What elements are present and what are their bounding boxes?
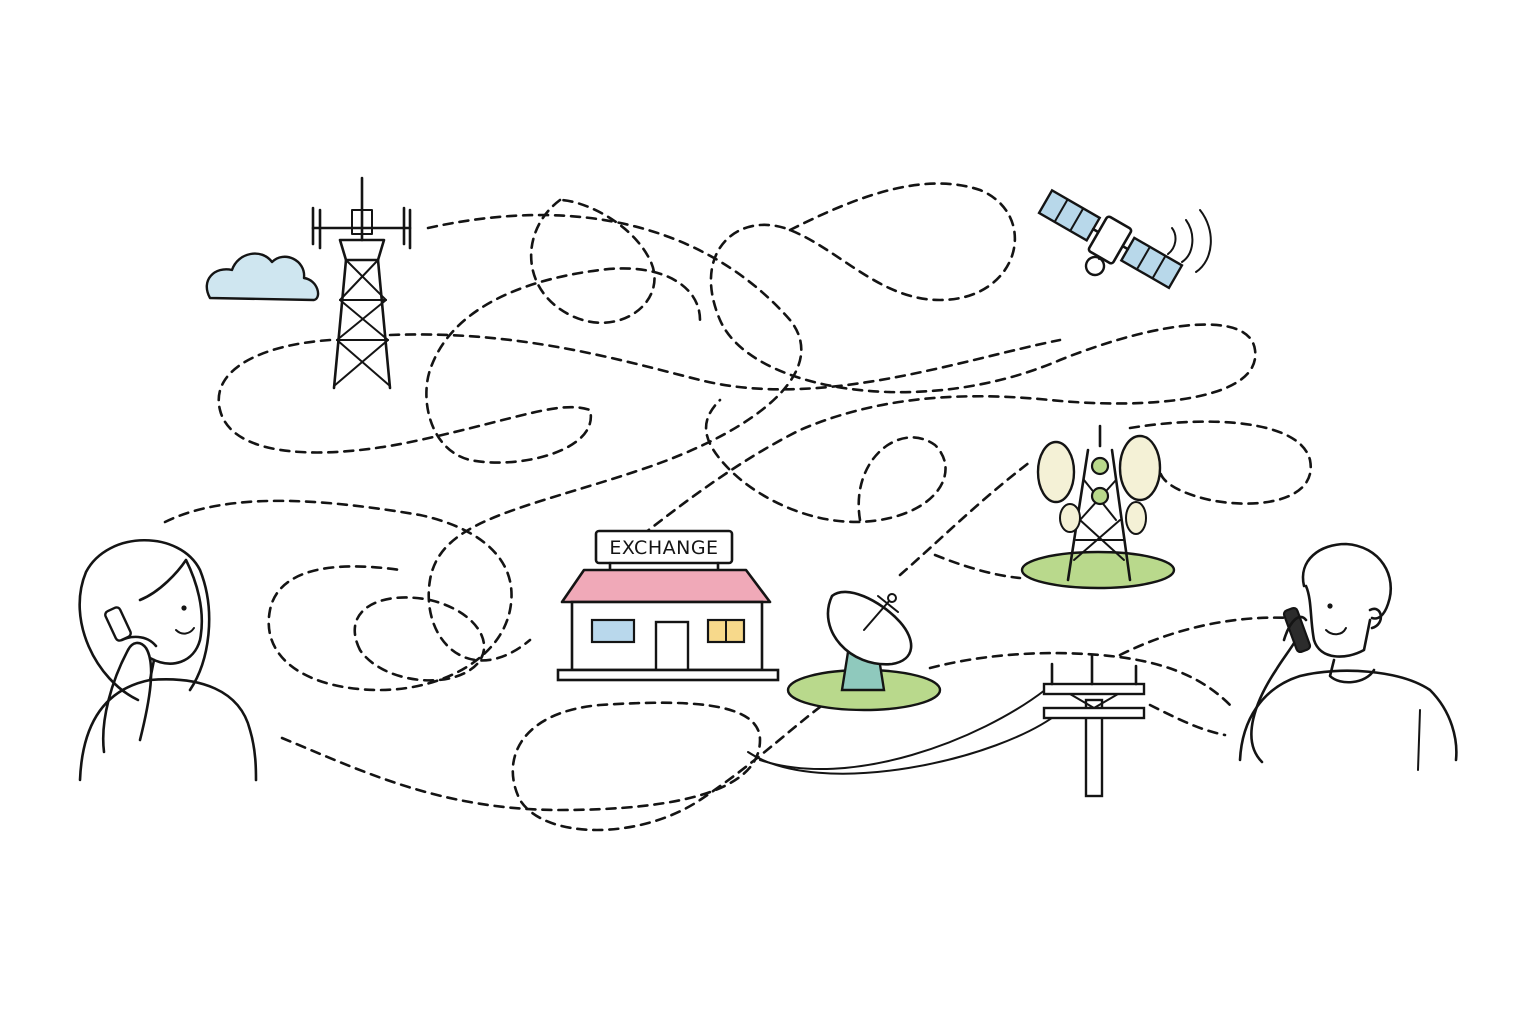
exchange-sign <box>594 529 734 565</box>
utility-wires <box>747 689 1061 775</box>
exchange-sign-label: EXCHANGE <box>609 537 718 559</box>
signal-path-bottom-loop <box>280 698 832 832</box>
woman-hair <box>78 539 211 702</box>
exchange-building-icon: EXCHANGE <box>556 529 780 682</box>
signal-path-exchange-to-dish <box>898 460 1032 577</box>
cell-tower-icon <box>311 176 412 390</box>
window-blue <box>590 618 636 644</box>
wire-lower <box>747 711 1061 775</box>
signal-path-satellite-loop <box>608 182 1257 562</box>
woman-arm <box>101 641 153 754</box>
signal-path-right-loop <box>1128 420 1313 505</box>
man-body <box>1238 669 1458 762</box>
signal-path-to-microwave <box>933 553 1022 580</box>
utility-pole-icon <box>1042 654 1146 798</box>
exchange-door <box>654 620 690 672</box>
woman-face <box>138 558 204 665</box>
man-phone-icon <box>1282 606 1312 654</box>
signal-path-upper-loop <box>426 213 803 662</box>
signal-path-top-knot <box>529 198 656 325</box>
signal-path-left-arc <box>217 267 702 464</box>
wire-upper <box>759 689 1046 771</box>
signal-paths <box>163 182 1313 832</box>
man-face <box>1304 584 1372 658</box>
man-on-phone <box>1238 542 1458 771</box>
woman-body <box>78 678 258 782</box>
signal-waves-icon <box>1167 209 1212 273</box>
signal-path-pole-lower <box>1148 703 1227 737</box>
signal-path-long-sweep <box>388 333 1062 391</box>
signal-path-dish-to-pole <box>928 651 1232 707</box>
woman-on-phone <box>78 539 258 782</box>
signal-path-woman-to-exchange <box>163 499 513 692</box>
signal-path-dish-knot <box>704 398 947 524</box>
man-neck <box>1328 658 1376 684</box>
signal-path-pole-to-man <box>1118 616 1292 657</box>
exchange-roof <box>560 568 772 604</box>
signal-path-inner-knot <box>353 596 486 682</box>
man-ear <box>1368 607 1383 630</box>
man-arm <box>1250 638 1298 764</box>
satellite-dish-icon <box>786 590 942 712</box>
satellite-icon <box>1037 188 1184 290</box>
microwave-tower-icon <box>1020 424 1176 590</box>
cloud-icon <box>205 252 320 302</box>
man-hair <box>1301 542 1393 620</box>
